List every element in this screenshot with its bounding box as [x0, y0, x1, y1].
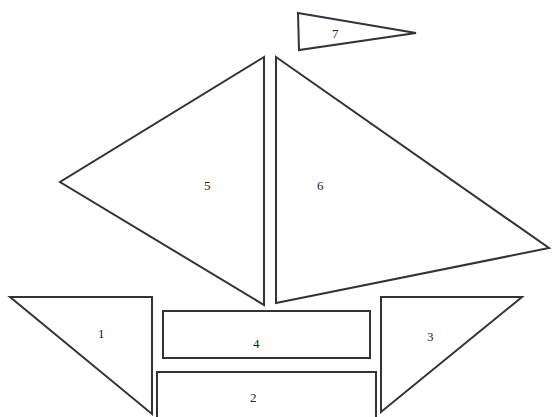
shape-outline [298, 13, 416, 50]
callout-number: 7 [332, 27, 339, 40]
shape-outline [276, 57, 549, 303]
callout-number: 6 [317, 179, 324, 192]
shape-outline [381, 297, 522, 412]
hull-rectangle: 2 [157, 372, 376, 417]
shape-outline [163, 311, 370, 358]
flag-triangle: 7 [298, 13, 416, 50]
deck-rectangle: 4 [163, 311, 370, 358]
right-sail-triangle: 6 [276, 57, 549, 303]
shape-outline [60, 57, 264, 305]
callout-number: 2 [250, 391, 257, 404]
stern-triangle: 3 [381, 297, 522, 412]
callout-number: 3 [427, 330, 434, 343]
shape-outline [10, 297, 152, 414]
callout-number: 4 [253, 337, 260, 350]
callout-number: 1 [98, 327, 105, 340]
left-sail-triangle: 5 [60, 57, 264, 305]
shape-outline [157, 372, 376, 417]
callout-number: 5 [204, 179, 211, 192]
bow-triangle: 1 [10, 297, 152, 414]
